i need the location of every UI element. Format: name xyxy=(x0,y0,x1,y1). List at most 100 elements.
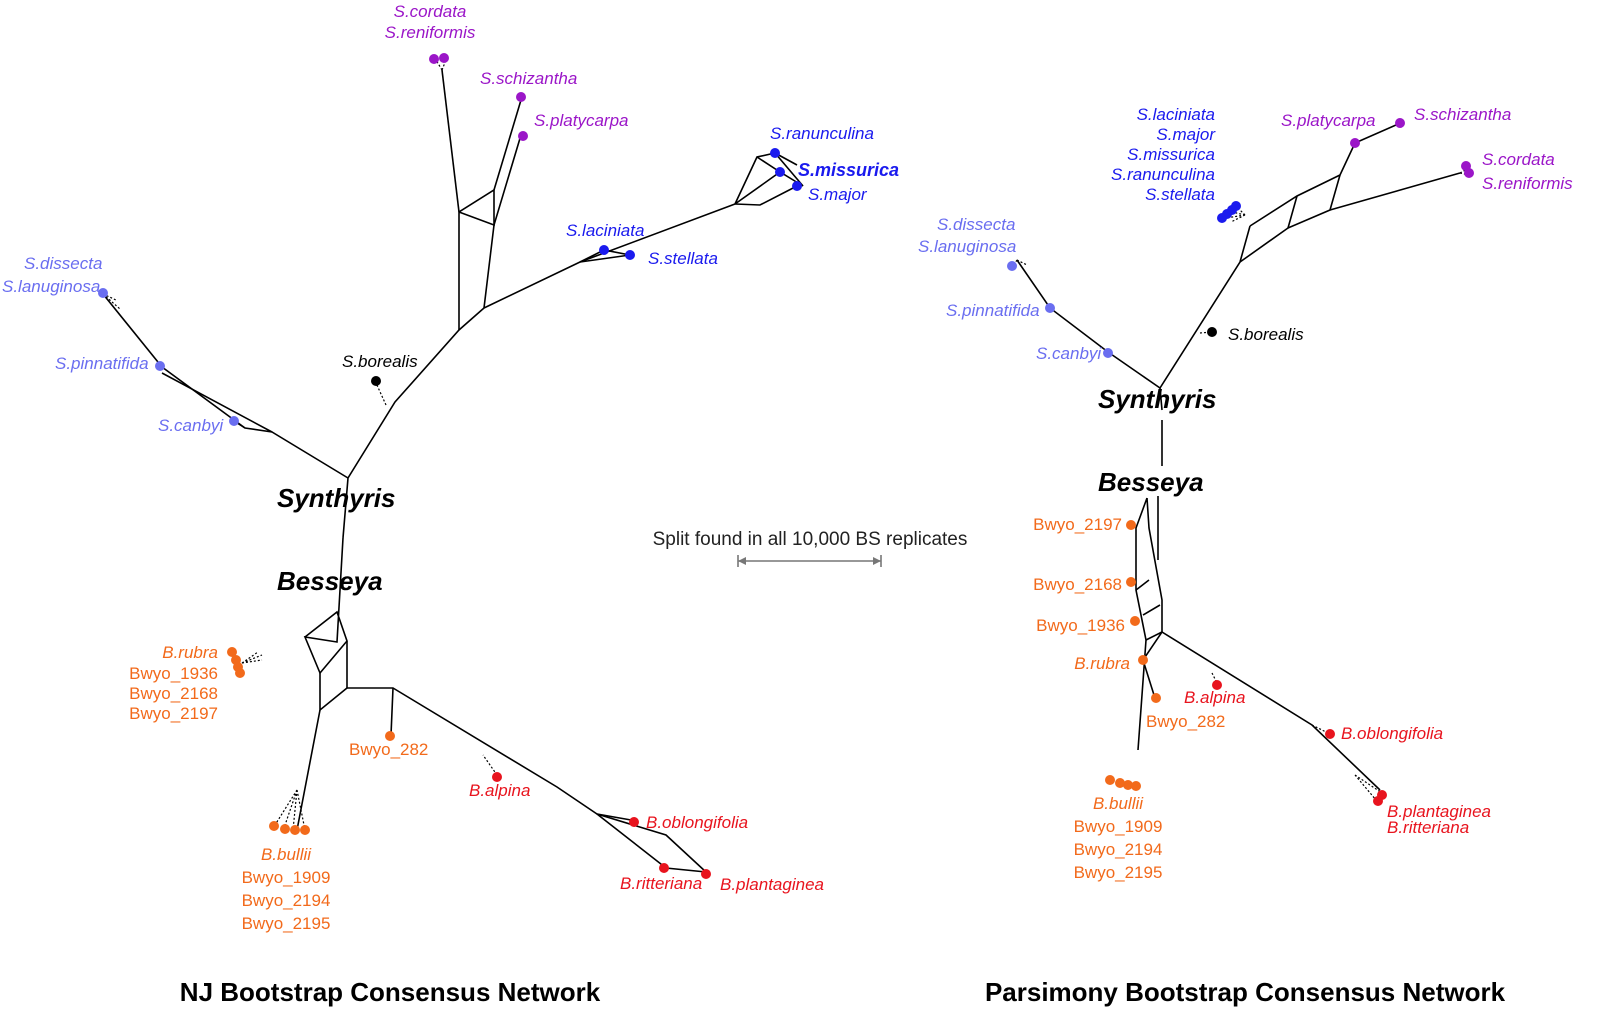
label-bwyo-1936: Bwyo_1936 xyxy=(129,664,218,683)
label-b-plantaginea: B.plantaginea xyxy=(720,875,824,894)
label-s-reniformis: S.reniformis xyxy=(385,23,476,42)
parsimony-network: S.laciniata S.major S.missurica S.ranunc… xyxy=(918,105,1573,1007)
nj-taxa-labels: S.cordata S.reniformis S.schizantha S.pl… xyxy=(2,2,899,933)
label-bwyo-282: Bwyo_282 xyxy=(349,740,428,759)
node-b-rubra-group-1 xyxy=(227,647,237,657)
node-bwyo-282 xyxy=(1151,693,1161,703)
node-b-plantaginea xyxy=(701,869,711,879)
nj-network-title: NJ Bootstrap Consensus Network xyxy=(180,977,601,1007)
label-b-bullii: B.bullii xyxy=(261,845,312,864)
node-s-borealis xyxy=(1207,327,1217,337)
parsimony-taxa-labels: S.laciniata S.major S.missurica S.ranunc… xyxy=(918,105,1573,882)
label-s-ranunculina: S.ranunculina xyxy=(1111,165,1215,184)
node-b-bullii-group-1 xyxy=(269,821,279,831)
label-s-platycarpa: S.platycarpa xyxy=(534,111,629,130)
node-s-major xyxy=(792,181,802,191)
node-b-alpina xyxy=(492,772,502,782)
label-bwyo-2195: Bwyo_2195 xyxy=(242,914,331,933)
label-bwyo-1909: Bwyo_1909 xyxy=(1074,817,1163,836)
label-s-laciniata: S.laciniata xyxy=(566,221,644,240)
nj-taxa-nodes xyxy=(98,53,802,879)
node-b-alpina xyxy=(1212,680,1222,690)
node-b-rubra-group-4 xyxy=(235,668,245,678)
nj-edges xyxy=(102,69,804,874)
label-b-alpina: B.alpina xyxy=(469,781,530,800)
genus-label-synthyris: Synthyris xyxy=(277,483,396,513)
node-s-borealis xyxy=(371,376,381,386)
label-s-stellata: S.stellata xyxy=(1145,185,1215,204)
node-s-platycarpa xyxy=(518,131,528,141)
node-s-ranunculina xyxy=(770,148,780,158)
label-s-stellata: S.stellata xyxy=(648,249,718,268)
node-b-bullii-group-4 xyxy=(1131,781,1141,791)
label-s-major: S.major xyxy=(808,185,868,204)
label-b-ritteriana: B.ritteriana xyxy=(1387,818,1469,837)
node-s-stellata-group-4 xyxy=(1231,201,1241,211)
label-bwyo-2195: Bwyo_2195 xyxy=(1074,863,1163,882)
label-s-borealis: S.borealis xyxy=(342,352,418,371)
label-s-canbyi: S.canbyi xyxy=(158,416,224,435)
label-bwyo-2197: Bwyo_2197 xyxy=(129,704,218,723)
label-bwyo-282: Bwyo_282 xyxy=(1146,712,1225,731)
node-s-pinnatifida xyxy=(155,361,165,371)
node-b-ritteriana xyxy=(1373,796,1383,806)
label-b-bullii: B.bullii xyxy=(1093,794,1144,813)
node-b-bullii-group-3 xyxy=(290,825,300,835)
label-s-lanuginosa: S.lanuginosa xyxy=(2,277,100,296)
nj-dashed-connectors xyxy=(102,59,498,831)
label-bwyo-2168: Bwyo_2168 xyxy=(1033,575,1122,594)
label-bwyo-2194: Bwyo_2194 xyxy=(242,891,331,910)
scale-bar: Split found in all 10,000 BS replicates xyxy=(653,529,968,567)
node-s-missurica xyxy=(775,167,785,177)
label-s-missurica: S.missurica xyxy=(1127,145,1215,164)
genus-label-besseya: Besseya xyxy=(277,566,383,596)
node-b-bullii-group-2 xyxy=(280,824,290,834)
label-bwyo-2197: Bwyo_2197 xyxy=(1033,515,1122,534)
node-s-schizantha xyxy=(1395,118,1405,128)
label-b-oblongifolia: B.oblongifolia xyxy=(1341,724,1443,743)
label-s-reniformis: S.reniformis xyxy=(1482,174,1573,193)
label-s-dissecta: S.dissecta xyxy=(24,254,102,273)
node-b-bullii-group-2 xyxy=(1115,778,1125,788)
label-s-ranunculina: S.ranunculina xyxy=(770,124,874,143)
label-s-canbyi: S.canbyi xyxy=(1036,344,1102,363)
label-bwyo-1936: Bwyo_1936 xyxy=(1036,616,1125,635)
label-s-cordata: S.cordata xyxy=(1482,150,1555,169)
label-b-ritteriana: B.ritteriana xyxy=(620,874,702,893)
node-b-bullii-group-1 xyxy=(1105,775,1115,785)
label-s-major: S.major xyxy=(1156,125,1216,144)
node-s-lanuginosa xyxy=(1007,261,1017,271)
node-bwyo-2168 xyxy=(1126,577,1136,587)
genus-label-besseya: Besseya xyxy=(1098,467,1204,497)
label-s-missurica: S.missurica xyxy=(798,160,899,180)
node-s-canbyi xyxy=(1103,348,1113,358)
label-b-plantaginea: B.plantaginea xyxy=(1387,802,1491,821)
node-s-dissecta-lanuginosa xyxy=(98,288,108,298)
scale-bar-label: Split found in all 10,000 BS replicates xyxy=(653,529,968,550)
label-s-platycarpa: S.platycarpa xyxy=(1281,111,1376,130)
parsimony-taxa-nodes xyxy=(1007,118,1474,806)
genus-label-synthyris: Synthyris xyxy=(1098,384,1217,414)
nj-network: S.cordata S.reniformis S.schizantha S.pl… xyxy=(2,2,899,1007)
node-b-bullii-group-4 xyxy=(300,825,310,835)
label-b-oblongifolia: B.oblongifolia xyxy=(646,813,748,832)
node-s-canbyi xyxy=(229,416,239,426)
node-bwyo-1936 xyxy=(1130,616,1140,626)
label-b-rubra: B.rubra xyxy=(162,643,218,662)
label-b-alpina: B.alpina xyxy=(1184,688,1245,707)
node-s-cordata xyxy=(429,54,439,64)
node-s-reniformis xyxy=(439,53,449,63)
node-bwyo-2197 xyxy=(1126,520,1136,530)
label-s-pinnatifida: S.pinnatifida xyxy=(946,301,1040,320)
node-b-rubra xyxy=(1138,655,1148,665)
label-bwyo-2168: Bwyo_2168 xyxy=(129,684,218,703)
label-s-laciniata: S.laciniata xyxy=(1137,105,1215,124)
label-s-dissecta: S.dissecta xyxy=(937,215,1015,234)
label-s-schizantha: S.schizantha xyxy=(480,69,577,88)
node-b-bullii-group-3 xyxy=(1123,780,1133,790)
label-bwyo-2194: Bwyo_2194 xyxy=(1074,840,1163,859)
node-s-stellata xyxy=(625,250,635,260)
node-b-ritteriana xyxy=(659,863,669,873)
label-bwyo-1909: Bwyo_1909 xyxy=(242,868,331,887)
